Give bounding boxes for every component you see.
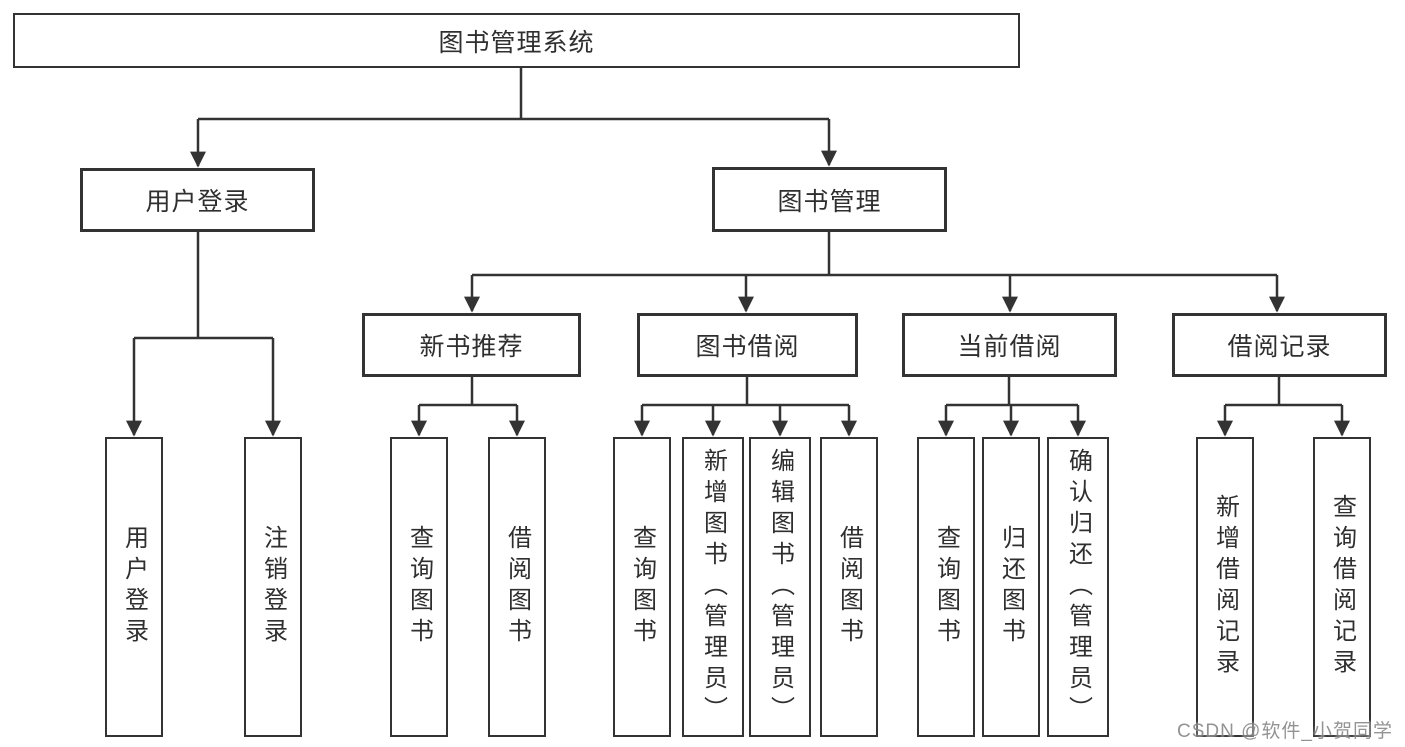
csdn-watermark: CSDN @软件_小贺同学 [1177,721,1393,742]
node-return-books: 归还图书 [982,437,1040,737]
node-user-login-leaf: 用户登录 [105,437,163,737]
edges-book-borrow [633,377,858,437]
node-add-books-admin: 新增图书（管理员） [682,437,744,737]
node-borrowing-records: 借阅记录 [1172,313,1387,377]
node-borrow-books-under-borrowing: 借阅图书 [820,437,878,737]
node-confirm-return-admin: 确认归还（管理员） [1047,437,1109,737]
edges-current-borrow [937,377,1087,437]
edges-book-mgmt [463,232,1286,313]
edges-user-login [125,232,282,437]
edges-borrow-records [1216,377,1351,437]
node-add-borrow-record: 新增借阅记录 [1196,437,1254,737]
node-query-books-under-recommendation: 查询图书 [390,437,448,737]
edges-new-book-rec [410,377,526,437]
node-borrow-books-under-recommendation: 借阅图书 [488,437,546,737]
node-current-borrowing: 当前借阅 [902,313,1117,377]
node-logout-leaf: 注销登录 [244,437,302,737]
node-book-borrowing: 图书借阅 [637,313,858,377]
edges-root [189,68,838,168]
node-user-login: 用户登录 [80,168,315,232]
node-book-management: 图书管理 [712,167,947,232]
node-query-books-under-current: 查询图书 [917,437,975,737]
node-query-borrow-record: 查询借阅记录 [1313,437,1371,737]
node-library-management-system: 图书管理系统 [13,13,1020,68]
node-query-books-under-borrowing: 查询图书 [613,437,671,737]
node-new-book-recommendation: 新书推荐 [362,313,581,377]
node-edit-books-admin: 编辑图书（管理员） [749,437,811,737]
